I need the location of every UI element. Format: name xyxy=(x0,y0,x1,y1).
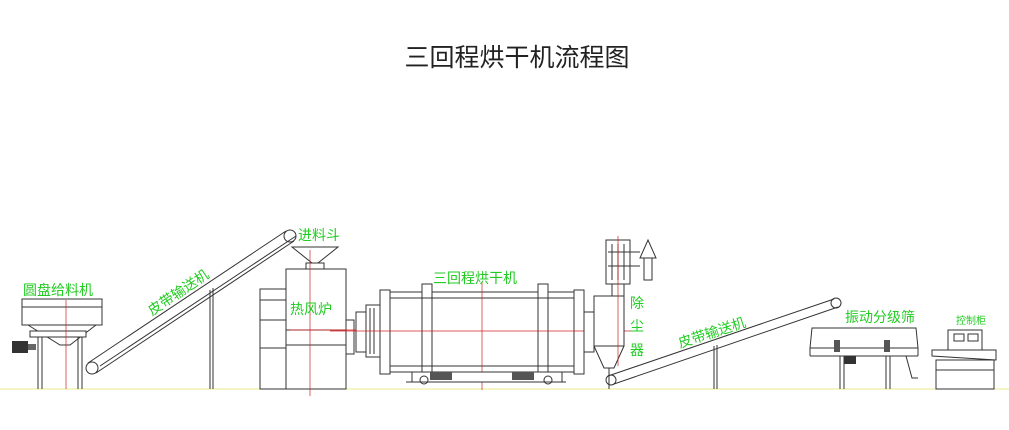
belt-conveyor-1 xyxy=(85,229,297,389)
dust-collector-label-1: 除 xyxy=(630,296,644,312)
diagram-title: 三回程烘干机流程图 xyxy=(404,43,629,72)
dust-collector-label-3: 器 xyxy=(630,343,644,359)
control-cabinet-label: 控制柜 xyxy=(956,314,986,327)
rotary-dryer-label: 三回程烘干机 xyxy=(433,271,517,287)
disc-feeder-label: 圆盘给料机 xyxy=(23,282,93,299)
belt-conveyor-2-label: 皮带输送机 xyxy=(676,315,748,352)
hot-air-furnace xyxy=(259,250,370,396)
feed-hopper-label: 进料斗 xyxy=(298,228,340,244)
belt-conveyor-1-label: 皮带输送机 xyxy=(145,267,212,319)
vibrating-screen xyxy=(809,327,919,389)
belt-conveyor-2 xyxy=(605,297,842,389)
control-cabinet xyxy=(931,329,997,390)
feed-hopper xyxy=(290,246,340,270)
dust-collector-label-2: 尘 xyxy=(630,319,644,335)
rotary-dryer xyxy=(330,282,640,390)
disc-feeder xyxy=(12,298,103,389)
dust-collector xyxy=(593,236,657,389)
vibrating-screen-label: 振动分级筛 xyxy=(845,310,915,326)
hot-air-furnace-label: 热风炉 xyxy=(290,302,332,318)
